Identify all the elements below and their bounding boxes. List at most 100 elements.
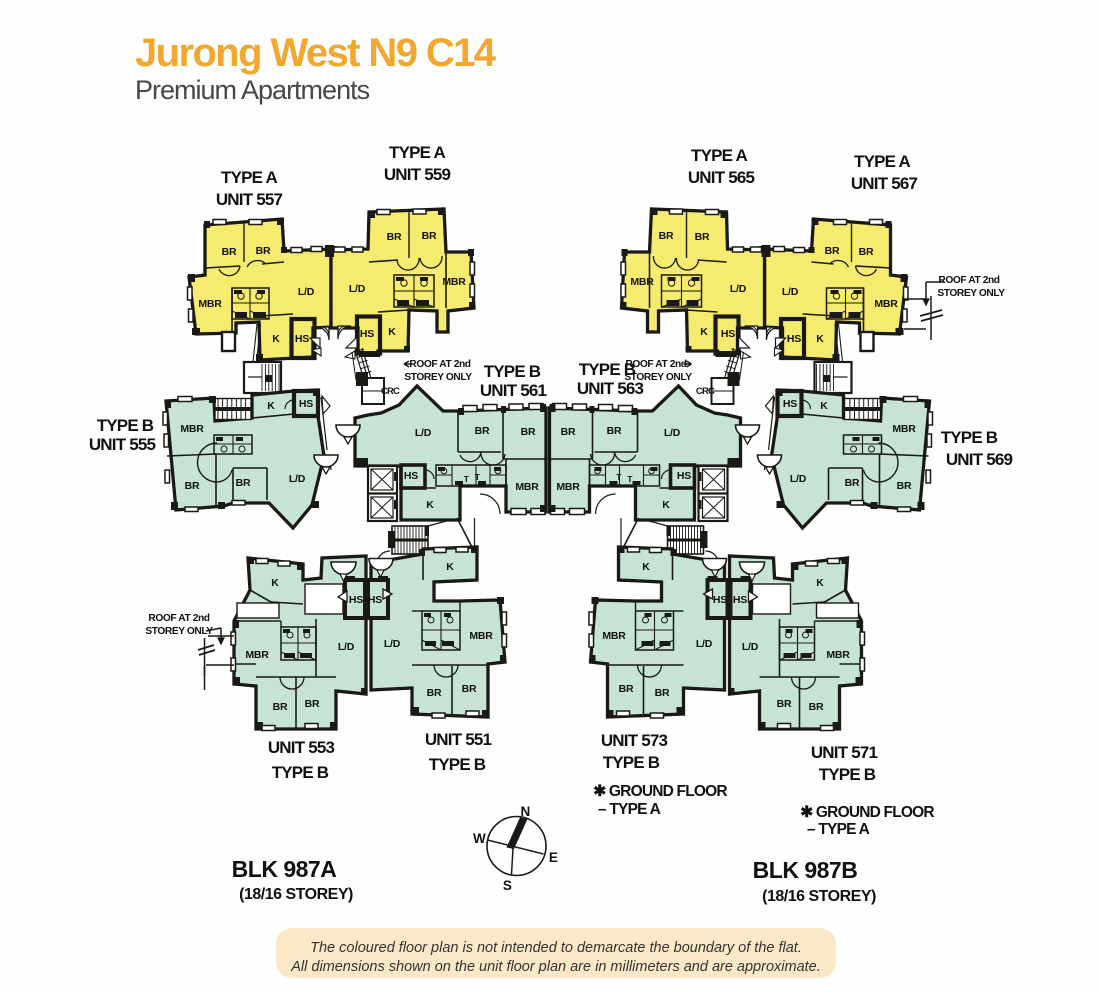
svg-text:BR: BR (521, 426, 536, 438)
svg-text:L/D: L/D (730, 283, 747, 295)
svg-text:HS: HS (360, 328, 374, 340)
svg-text:MBR: MBR (245, 649, 269, 661)
svg-text:L/D: L/D (349, 283, 366, 295)
svg-text:CRC: CRC (696, 386, 715, 397)
svg-text:BR: BR (185, 480, 200, 492)
svg-text:TYPE B: TYPE B (819, 765, 876, 784)
svg-text:K: K (816, 577, 824, 589)
svg-text:MBR: MBR (180, 423, 204, 435)
svg-text:L/D: L/D (338, 641, 355, 653)
svg-text:HS: HS (295, 333, 309, 345)
svg-text:W: W (473, 831, 486, 846)
svg-text:All dimensions shown on the un: All dimensions shown on the unit floor p… (290, 959, 821, 975)
svg-text:K: K (820, 400, 828, 412)
svg-text:The coloured floor plan is not: The coloured floor plan is not intended … (310, 940, 802, 956)
svg-text:HS: HS (368, 594, 382, 606)
svg-text:BR: BR (273, 701, 288, 713)
svg-text:L/D: L/D (790, 473, 807, 485)
svg-text:UNIT 569: UNIT 569 (946, 450, 1013, 469)
svg-text:MBR: MBR (556, 481, 580, 493)
svg-text:BR: BR (256, 245, 271, 257)
svg-text:UNIT 561: UNIT 561 (480, 381, 547, 400)
svg-text:K: K (272, 333, 280, 345)
svg-text:HS: HS (783, 398, 797, 410)
svg-text:BR: BR (809, 701, 824, 713)
svg-text:T: T (616, 472, 622, 482)
svg-text:BR: BR (695, 231, 710, 243)
svg-text:TYPE A: TYPE A (221, 168, 277, 187)
svg-text:BR: BR (475, 425, 490, 437)
svg-text:BR: BR (845, 477, 860, 489)
svg-text:(18/16 STOREY): (18/16 STOREY) (762, 888, 876, 905)
svg-text:CRC: CRC (381, 386, 400, 397)
svg-text:BR: BR (619, 683, 634, 695)
svg-text:L/D: L/D (696, 638, 713, 650)
svg-text:ROOF AT 2nd: ROOF AT 2nd (625, 359, 686, 370)
svg-text:BR: BR (659, 230, 674, 242)
svg-text:ROOF AT 2nd: ROOF AT 2nd (409, 359, 470, 370)
svg-text:HS: HS (299, 398, 313, 410)
svg-text:S: S (503, 878, 512, 893)
svg-text:BR: BR (462, 683, 477, 695)
svg-text:L/D: L/D (664, 427, 681, 439)
svg-text:– TYPE A: – TYPE A (807, 821, 870, 838)
svg-text:UNIT 565: UNIT 565 (688, 168, 755, 187)
svg-text:BR: BR (387, 231, 402, 243)
svg-text:K: K (271, 577, 279, 589)
svg-text:BR: BR (655, 687, 670, 699)
svg-text:MBR: MBR (826, 649, 850, 661)
svg-text:BR: BR (897, 480, 912, 492)
svg-text:UNIT 573: UNIT 573 (601, 731, 668, 750)
svg-text:K: K (267, 400, 275, 412)
svg-text:T: T (464, 474, 470, 484)
svg-text:HS: HS (733, 594, 747, 606)
svg-text:L/D: L/D (782, 286, 799, 298)
svg-text:K: K (642, 561, 650, 573)
svg-text:UNIT 553: UNIT 553 (268, 738, 335, 757)
svg-text:TYPE B: TYPE B (97, 416, 154, 435)
svg-text:HS: HS (721, 328, 735, 340)
svg-text:HS: HS (404, 470, 418, 482)
svg-text:BR: BR (859, 246, 874, 258)
svg-text:N: N (521, 804, 530, 819)
svg-text:L/D: L/D (289, 473, 306, 485)
svg-text:TYPE B: TYPE B (941, 428, 998, 447)
svg-text:STOREY ONLY: STOREY ONLY (624, 372, 692, 383)
svg-text:T: T (627, 474, 633, 484)
svg-text:UNIT 563: UNIT 563 (577, 379, 644, 398)
svg-text:L/D: L/D (415, 427, 432, 439)
svg-text:UNIT 557: UNIT 557 (216, 190, 283, 209)
svg-text:TYPE B: TYPE B (272, 763, 329, 782)
svg-text:K: K (816, 333, 824, 345)
svg-text:HS: HS (787, 333, 801, 345)
svg-text:✱ GROUND FLOOR: ✱ GROUND FLOOR (800, 804, 934, 821)
svg-text:BR: BR (777, 698, 792, 710)
svg-text:K: K (426, 499, 434, 511)
svg-text:K: K (388, 326, 396, 338)
svg-text:BLK 987A: BLK 987A (232, 856, 337, 882)
svg-text:ROOF AT 2nd: ROOF AT 2nd (938, 275, 999, 286)
svg-text:BR: BR (422, 230, 437, 242)
svg-text:TYPE B: TYPE B (484, 362, 541, 381)
svg-text:UNIT 555: UNIT 555 (89, 435, 156, 454)
svg-text:UNIT 571: UNIT 571 (811, 743, 878, 762)
svg-text:✱ GROUND FLOOR: ✱ GROUND FLOOR (593, 783, 727, 800)
svg-text:BR: BR (222, 246, 237, 258)
svg-text:STOREY ONLY: STOREY ONLY (404, 372, 472, 383)
svg-text:TYPE A: TYPE A (691, 146, 747, 165)
svg-text:(18/16 STOREY): (18/16 STOREY) (239, 886, 353, 903)
svg-text:HS: HS (713, 594, 727, 606)
svg-text:BR: BR (607, 425, 622, 437)
svg-text:– TYPE A: – TYPE A (598, 801, 661, 818)
svg-text:BR: BR (825, 245, 840, 257)
svg-text:L/D: L/D (298, 286, 315, 298)
svg-text:UNIT 567: UNIT 567 (851, 174, 918, 193)
svg-text:MBR: MBR (515, 481, 539, 493)
svg-text:MBR: MBR (469, 630, 493, 642)
svg-text:K: K (446, 561, 454, 573)
svg-text:HS: HS (677, 470, 691, 482)
svg-text:HS: HS (349, 594, 363, 606)
svg-text:MBR: MBR (892, 423, 916, 435)
svg-text:T: T (475, 472, 481, 482)
svg-text:MBR: MBR (602, 630, 626, 642)
